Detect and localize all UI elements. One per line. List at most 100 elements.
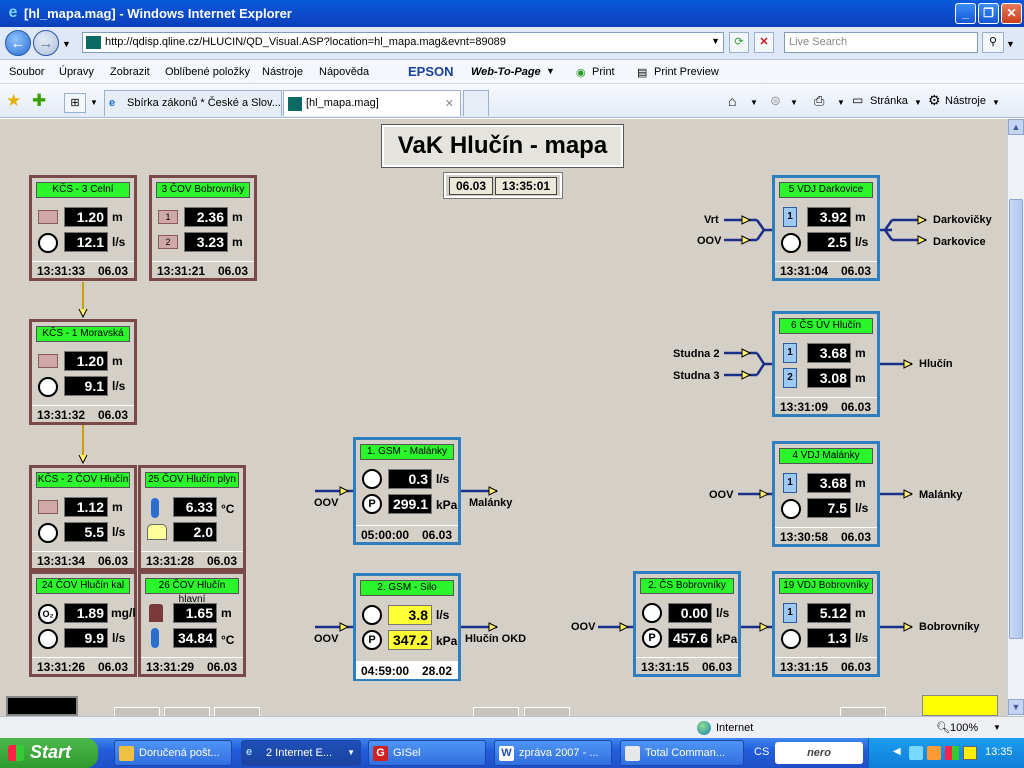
feeds-dropdown-icon[interactable]: ▼ xyxy=(790,98,798,107)
tab-list-icon[interactable]: ▼ xyxy=(90,98,98,107)
menu-napoveda[interactable]: Nápověda xyxy=(319,66,370,78)
clock[interactable]: 13:35 xyxy=(985,746,1013,758)
print-preview-button[interactable]: Print Preview xyxy=(654,66,719,78)
scroll-thumb[interactable] xyxy=(1009,199,1023,639)
tray-expand-icon[interactable]: ◀ xyxy=(893,746,901,757)
favorites-star-icon[interactable]: ★ xyxy=(6,91,22,110)
url-dropdown-icon[interactable]: ▼ xyxy=(711,36,720,46)
menu-upravy[interactable]: Úpravy xyxy=(59,66,94,78)
back-button[interactable]: ← xyxy=(5,30,31,56)
tools-menu[interactable]: Nástroje xyxy=(945,95,986,107)
ie-icon: e xyxy=(246,746,253,758)
print-button[interactable]: Print xyxy=(592,66,615,78)
station-2-cs-bobrovniky[interactable]: 2. ČS Bobrovníky 0.00 l/s P 457.6 kPa 13… xyxy=(633,571,741,677)
tab-close-icon[interactable]: ✕ xyxy=(444,98,454,110)
label-vrt: Vrt xyxy=(704,214,719,226)
search-input[interactable]: Live Search xyxy=(784,32,978,53)
scroll-down-icon[interactable]: ▼ xyxy=(1008,699,1024,715)
search-options-icon[interactable]: ▼ xyxy=(1006,39,1015,49)
minimize-button[interactable]: _ xyxy=(955,3,976,24)
thermometer-icon xyxy=(151,628,159,648)
tab-hl-mapa[interactable]: [hl_mapa.mag] ✕ xyxy=(283,90,461,116)
bottom-button-4[interactable] xyxy=(473,707,519,716)
web-to-page-button[interactable]: Web-To-Page xyxy=(471,66,541,78)
tools-dropdown-icon[interactable]: ▼ xyxy=(992,98,1000,107)
bottom-button-1[interactable] xyxy=(114,707,160,716)
search-icon[interactable]: ⚲ xyxy=(982,32,1004,53)
close-button[interactable]: ✕ xyxy=(1001,3,1022,24)
add-favorite-icon[interactable]: ✚ xyxy=(32,91,47,110)
station-date: 06.03 xyxy=(840,400,871,414)
print-dropdown-icon[interactable]: ▼ xyxy=(837,98,845,107)
flow-unit: l/s xyxy=(855,631,869,645)
page-dropdown-icon[interactable]: ▼ xyxy=(914,98,922,107)
new-tab-button[interactable] xyxy=(463,90,489,116)
station-3-cov-bobrovniky[interactable]: 3 ČOV Bobrovníky 1 2.36 m 2 3.23 m 13:31… xyxy=(149,175,257,281)
level1-value: 3.68 xyxy=(807,343,851,363)
scroll-up-icon[interactable]: ▲ xyxy=(1008,119,1024,135)
web-to-page-dropdown-icon[interactable]: ▼ xyxy=(546,66,555,76)
station-kcs2-cov-hlucin[interactable]: KČS - 2 ČOV Hlučín 1.12 m 5.5 l/s 13:31:… xyxy=(29,465,137,571)
zoom-dropdown-icon[interactable]: ▼ xyxy=(993,723,1001,732)
page-menu[interactable]: Stránka xyxy=(870,95,908,107)
station-24-cov-hlucin-kal[interactable]: 24 ČOV Hlučín kal O₂ 1.89 mg/l 9.9 l/s 1… xyxy=(29,571,137,677)
label-studna-3: Studna 3 xyxy=(673,370,720,382)
tray-app-icon[interactable] xyxy=(927,746,941,760)
menu-soubor[interactable]: Soubor xyxy=(9,66,45,78)
bottom-button-3[interactable] xyxy=(214,707,260,716)
flow-unit: l/s xyxy=(716,606,730,620)
forward-button[interactable]: → xyxy=(33,30,59,56)
zoom-level[interactable]: 100% xyxy=(950,722,979,734)
language-indicator[interactable]: CS xyxy=(754,746,770,758)
refresh-icon[interactable]: ⟳ xyxy=(729,32,749,53)
station-1-gsm-malanky[interactable]: 1. GSM - Malánky 0.3 l/s P 299.1 kPa 05:… xyxy=(353,437,461,545)
start-button[interactable]: Start xyxy=(0,738,98,768)
network-icon[interactable] xyxy=(909,746,923,760)
quick-tabs-icon[interactable]: ⊞ xyxy=(64,93,86,113)
menu-nastroje[interactable]: Nástroje xyxy=(262,66,303,78)
printer-icon[interactable]: ⎙ xyxy=(814,93,825,108)
task-total-commander[interactable]: Total Comman... xyxy=(620,740,744,766)
menu-zobrazit[interactable]: Zobrazit xyxy=(110,66,150,78)
stop-icon[interactable]: ✕ xyxy=(754,32,774,53)
task-dorucena-posta[interactable]: Doručená pošt... xyxy=(114,740,232,766)
home-icon[interactable]: ⌂ xyxy=(728,93,737,109)
url-input[interactable]: http://qdisp.qline.cz/HLUCIN/QD_Visual.A… xyxy=(82,32,724,53)
tray-app2-icon[interactable] xyxy=(945,746,959,760)
station-name: 1. GSM - Malánky xyxy=(360,444,454,460)
bottom-button-2[interactable] xyxy=(164,707,210,716)
station-time: 13:31:15 xyxy=(641,660,690,674)
station-5-vdj-darkovice[interactable]: 5 VDJ Darkovice 1 3.92 m 2.5 l/s 13:31:0… xyxy=(772,175,880,281)
vertical-scrollbar[interactable]: ▲ ▼ xyxy=(1007,119,1024,716)
station-date: 06.03 xyxy=(97,264,128,278)
tab-sbirka-zakonu[interactable]: e Sbírka zákonů * České a Slov... xyxy=(104,90,282,116)
station-2-gsm-silo[interactable]: 2. GSM - Silo 3.8 l/s P 347.2 kPa 04:59:… xyxy=(353,573,461,681)
tray-app3-icon[interactable] xyxy=(963,746,977,760)
nero-search-box[interactable]: nero xyxy=(775,742,863,764)
station-time: 13:30:58 xyxy=(780,530,829,544)
bottom-button-6[interactable] xyxy=(840,707,886,716)
recent-pages-dropdown-icon[interactable]: ▼ xyxy=(62,39,71,49)
menu-oblibene[interactable]: Oblíbené položky xyxy=(165,66,250,78)
window-title-bar[interactable]: e [hl_mapa.mag] - Windows Internet Explo… xyxy=(0,0,1024,27)
temperature-value: 34.84 xyxy=(173,628,217,648)
station-19-vdj-bobrovniky[interactable]: 19 VDJ Bobrovníky 1 5.12 m 1.3 l/s 13:31… xyxy=(772,571,880,677)
home-dropdown-icon[interactable]: ▼ xyxy=(750,98,758,107)
feeds-icon[interactable]: ⊜ xyxy=(770,93,781,108)
station-26-cov-hlucin-hlavni[interactable]: 26 ČOV Hlučín hlavní 1.65 m 34.84 °C 13:… xyxy=(138,571,246,677)
bottom-button-5[interactable] xyxy=(524,707,570,716)
maximize-button[interactable]: ❐ xyxy=(978,3,999,24)
station-kcs1-moravska[interactable]: KČS - 1 Moravská 1.20 m 9.1 l/s 13:31:32… xyxy=(29,319,137,425)
station-6-cs-uv-hlucin[interactable]: 6 ČS ÚV Hlučín 1 3.68 m 2 3.08 m 13:31:0… xyxy=(772,311,880,417)
